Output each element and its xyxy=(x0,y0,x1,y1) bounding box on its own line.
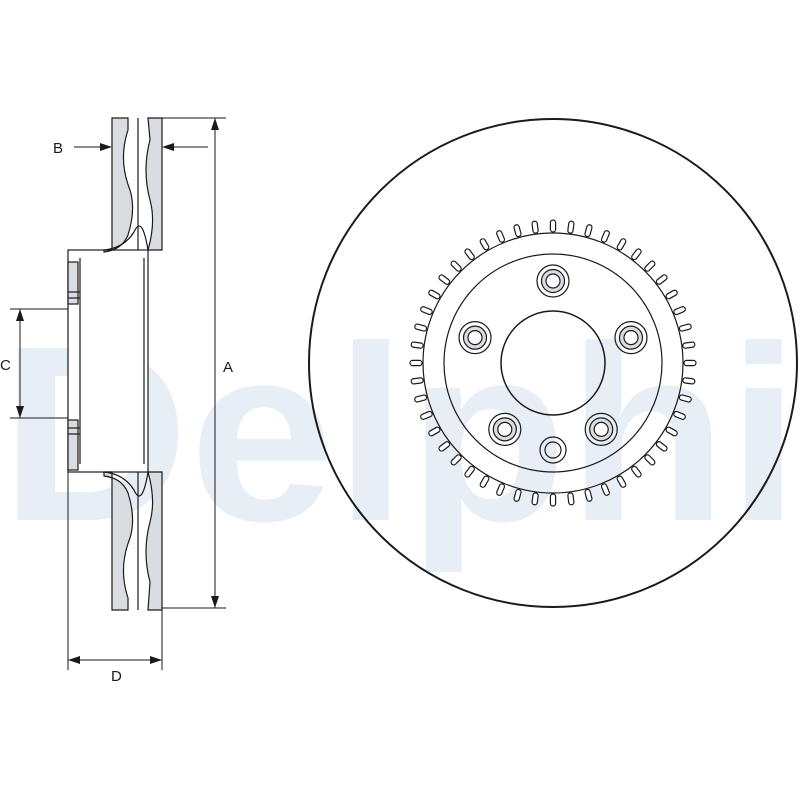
upper-ring-outer xyxy=(145,117,163,251)
lower-ring-link xyxy=(103,471,149,497)
tone-tooth xyxy=(644,260,656,272)
tone-tooth xyxy=(683,359,697,367)
tone-tooth xyxy=(414,323,428,332)
tone-tooth xyxy=(600,230,610,243)
hub-flange xyxy=(443,253,663,473)
stud-holes xyxy=(458,264,648,464)
tone-tooth xyxy=(616,475,627,488)
locating-hole xyxy=(539,436,567,464)
tone-tooth xyxy=(496,483,506,496)
tone-tooth xyxy=(678,323,692,332)
arrow-a-top xyxy=(211,118,219,130)
tone-tooth xyxy=(673,306,686,316)
locating-hole-inner xyxy=(544,441,562,459)
hub-hat-outline xyxy=(67,249,149,473)
stud-hole xyxy=(536,264,570,298)
arrow-a-bottom xyxy=(211,596,219,608)
arrow-b-right xyxy=(162,143,174,151)
arrow-d-right xyxy=(150,656,162,664)
tone-tooth xyxy=(479,475,490,488)
lower-ring-section xyxy=(103,471,134,611)
tone-tooth xyxy=(428,426,441,437)
tone-ring-teeth xyxy=(409,219,697,507)
dim-label-b: B xyxy=(53,140,63,157)
stud-hole-ring xyxy=(497,421,513,437)
tone-tooth xyxy=(464,465,475,478)
arrow-c-bottom xyxy=(16,406,24,418)
front-view xyxy=(308,118,798,608)
tone-tooth xyxy=(420,306,433,316)
stud-hole-ring xyxy=(545,273,561,289)
dim-label-d: D xyxy=(111,668,122,685)
stud-hole-ring xyxy=(593,421,609,437)
tone-tooth xyxy=(682,377,696,385)
arrow-c-top xyxy=(16,309,24,321)
tone-tooth xyxy=(496,230,506,243)
tone-tooth xyxy=(428,289,441,300)
tone-tooth xyxy=(479,238,490,251)
dimension-arrows xyxy=(16,118,219,664)
tone-tooth xyxy=(549,219,557,233)
tone-tooth xyxy=(549,493,557,507)
tone-tooth xyxy=(410,377,424,385)
tone-tooth xyxy=(682,341,696,349)
tone-tooth xyxy=(513,224,522,238)
tone-tooth xyxy=(438,441,451,452)
tone-tooth xyxy=(464,248,475,261)
tone-tooth xyxy=(584,488,593,502)
dim-label-c: C xyxy=(0,357,11,374)
hub-step-bottom xyxy=(67,419,79,471)
tone-tooth xyxy=(600,483,610,496)
upper-ring-link xyxy=(103,225,149,251)
tone-tooth xyxy=(420,410,433,420)
dimension-lines xyxy=(10,117,226,670)
stud-hole-ring xyxy=(623,330,639,346)
center-bore xyxy=(500,310,606,416)
tone-tooth xyxy=(409,359,423,367)
tone-tooth xyxy=(414,394,428,403)
stud-hole xyxy=(584,412,618,446)
tone-tooth xyxy=(584,224,593,238)
tone-tooth xyxy=(438,274,451,285)
tone-ring-inner xyxy=(422,232,684,494)
tone-tooth xyxy=(665,426,678,437)
hub-step-top xyxy=(67,261,79,305)
tone-tooth xyxy=(631,465,642,478)
tone-tooth xyxy=(631,248,642,261)
tone-tooth xyxy=(531,492,539,506)
stud-hole xyxy=(458,321,492,355)
dim-label-a: A xyxy=(223,359,233,376)
tone-tooth xyxy=(450,260,462,272)
side-section-view xyxy=(67,117,163,611)
stud-hole-ring xyxy=(467,330,483,346)
tone-tooth xyxy=(567,220,575,234)
tone-tooth xyxy=(513,488,522,502)
tone-tooth xyxy=(410,341,424,349)
tone-tooth xyxy=(655,274,668,285)
disc-outer-edge xyxy=(308,118,798,608)
arrow-b-left xyxy=(100,143,112,151)
arrow-d-left xyxy=(68,656,80,664)
tone-tooth xyxy=(616,238,627,251)
tone-tooth xyxy=(665,289,678,300)
stud-hole xyxy=(488,412,522,446)
tone-tooth xyxy=(655,441,668,452)
tone-tooth xyxy=(673,410,686,420)
upper-ring-section xyxy=(103,117,134,253)
tone-tooth xyxy=(531,220,539,234)
tone-tooth xyxy=(567,492,575,506)
tone-tooth xyxy=(678,394,692,403)
stud-hole xyxy=(614,321,648,355)
